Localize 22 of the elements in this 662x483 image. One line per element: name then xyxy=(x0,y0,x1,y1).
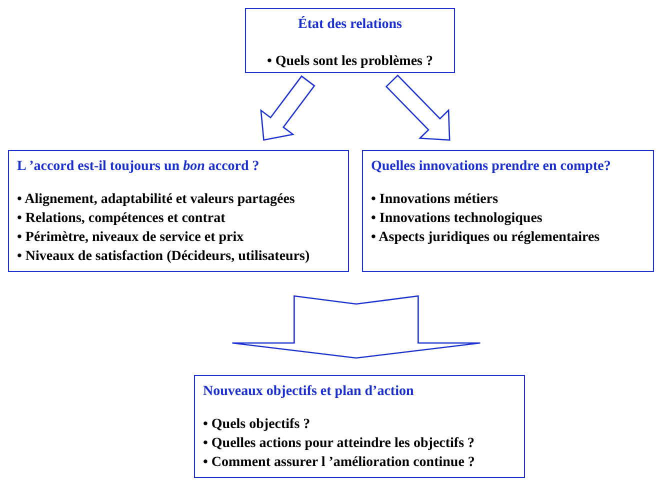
bullet-item: • Quels objectifs ? xyxy=(203,416,312,434)
bullet-item: • Innovations technologiques xyxy=(371,210,544,228)
text-box xyxy=(245,8,455,73)
merge-arrow xyxy=(232,295,481,359)
text-box xyxy=(8,150,349,272)
bullet-item: • Relations, compétences et contrat xyxy=(17,210,226,228)
bullet-item: • Quels sont les problèmes ? xyxy=(266,53,434,71)
box-heading: État des relations xyxy=(297,15,403,34)
bullet-item: • Aspects juridiques ou réglementaires xyxy=(371,229,601,247)
box-heading: L ’accord est-il toujours un bon accord ? xyxy=(17,158,260,176)
block-arrow xyxy=(260,75,316,141)
bullet-item: • Comment assurer l ’amélioration continue ? xyxy=(203,454,476,472)
bullet-item: • Niveaux de satisfaction (Décideurs, utilisateurs) xyxy=(17,248,311,266)
block-arrow xyxy=(385,74,450,141)
box-heading: Nouveaux objectifs et plan d’action xyxy=(203,383,415,401)
bullet-item: • Périmètre, niveaux de service et prix xyxy=(17,229,245,247)
bullet-item: • Quelles actions pour atteindre les objectifs ? xyxy=(203,435,476,453)
bullet-item: • Alignement, adaptabilité et valeurs partagées xyxy=(17,191,296,209)
box-heading: Quelles innovations prendre en compte? xyxy=(371,158,612,176)
bullet-item: • Innovations métiers xyxy=(371,191,500,209)
text-box xyxy=(194,375,525,478)
text-box xyxy=(362,150,654,272)
